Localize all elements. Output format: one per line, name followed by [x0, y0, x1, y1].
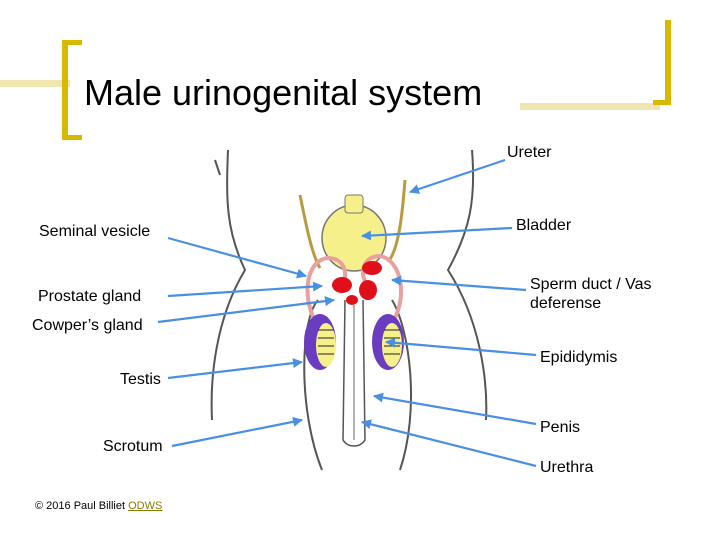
page-title: Male urinogenital system	[84, 72, 483, 113]
label-testis: Testis	[120, 371, 161, 388]
title-bar-right	[520, 103, 660, 110]
label-bladder: Bladder	[516, 217, 572, 234]
label-seminal-vesicle: Seminal vesicle	[39, 223, 151, 240]
credit-link[interactable]: ODWS	[128, 500, 163, 512]
credit-text: © 2016 Paul Billiet	[35, 500, 126, 512]
cowpers	[346, 295, 358, 305]
prostate	[359, 280, 377, 300]
copyright-credit: © 2016 Paul Billiet ODWS	[35, 500, 162, 512]
sperm-ducts	[305, 253, 403, 332]
left-bracket	[62, 40, 82, 140]
label-sperm-duct: Sperm duct / Vas deferense	[530, 276, 652, 312]
label-penis: Penis	[540, 419, 581, 436]
seminal-vesicle-right	[362, 261, 382, 275]
seminal-vesicle-left	[332, 277, 352, 293]
bladder-shape	[321, 204, 387, 272]
label-cowpers-gland: Cowper’s gland	[32, 317, 143, 334]
label-urethra: Urethra	[540, 459, 594, 476]
right-bracket	[653, 20, 671, 105]
label-ureter: Ureter	[507, 144, 552, 161]
glands	[332, 261, 382, 305]
title-bar-left	[0, 80, 70, 87]
penis-shape	[342, 299, 366, 447]
label-epididymis: Epididymis	[540, 349, 618, 366]
label-prostate-gland: Prostate gland	[38, 288, 142, 305]
label-scrotum: Scrotum	[103, 438, 163, 455]
bladder-neck	[344, 194, 364, 214]
pointer-arrows	[157, 158, 537, 468]
